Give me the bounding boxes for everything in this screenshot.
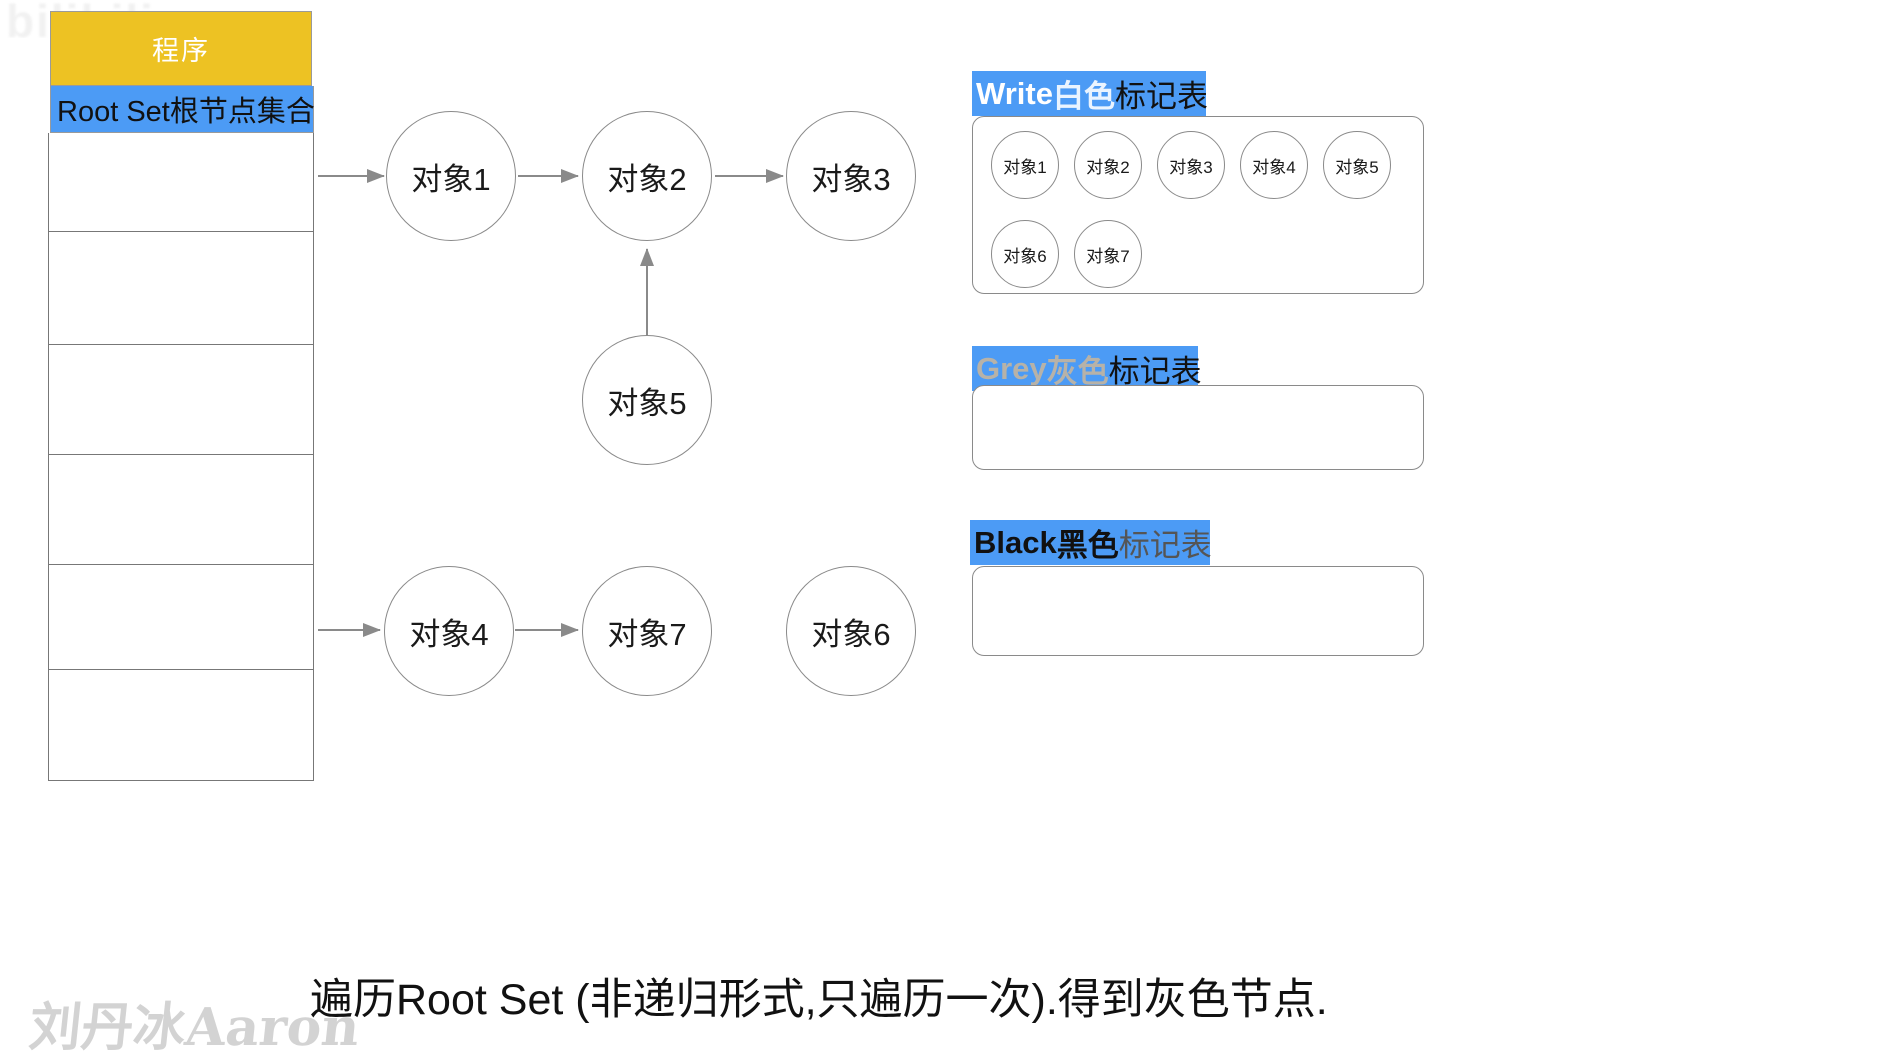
graph-node-obj5[interactable]: 对象5	[582, 335, 712, 465]
graph-node-obj3-label: 对象3	[811, 161, 891, 197]
root-set-row[interactable]	[49, 133, 313, 232]
white-mark-item[interactable]: 对象6	[991, 220, 1059, 288]
program-box: 程序	[50, 11, 312, 86]
root-set-row[interactable]	[49, 232, 313, 345]
white-mark-item-label: 对象7	[1086, 246, 1130, 266]
graph-node-obj6[interactable]: 对象6	[786, 566, 916, 696]
program-box-label: 程序	[152, 36, 210, 66]
black-mark-table-label: Black 黑色 标记表	[970, 520, 1212, 565]
root-set-header-label: Root Set根节点集合	[57, 96, 315, 128]
black-label-cn: 黑色	[1056, 528, 1119, 563]
white-mark-item[interactable]: 对象1	[991, 131, 1059, 199]
black-mark-table	[972, 566, 1424, 656]
graph-node-obj2[interactable]: 对象2	[582, 111, 712, 241]
root-set-header: Root Set根节点集合	[50, 86, 315, 133]
white-mark-item-label: 对象1	[1003, 157, 1047, 177]
graph-node-obj2-label: 对象2	[607, 161, 687, 197]
white-mark-table: 对象1 对象2 对象3 对象4 对象5 对象6 对象7	[972, 116, 1424, 294]
white-mark-item[interactable]: 对象7	[1074, 220, 1142, 288]
black-label-en: Black	[974, 524, 1057, 560]
grey-label-cn: 灰色	[1046, 354, 1109, 389]
white-mark-item-label: 对象4	[1252, 157, 1296, 177]
white-mark-item-label: 对象2	[1086, 157, 1130, 177]
graph-node-obj7[interactable]: 对象7	[582, 566, 712, 696]
caption-text: 遍历Root Set (非递归形式,只遍历一次).得到灰色节点.	[310, 976, 1328, 1024]
graph-node-obj5-label: 对象5	[607, 385, 687, 421]
graph-node-obj1-label: 对象1	[411, 161, 491, 197]
white-mark-table-label: Write 白色 标记表	[972, 71, 1208, 116]
grey-label-tail: 标记表	[1108, 354, 1202, 389]
white-mark-item-label: 对象6	[1003, 246, 1047, 266]
graph-node-obj7-label: 对象7	[607, 616, 687, 652]
white-mark-item-label: 对象3	[1169, 157, 1213, 177]
graph-node-obj6-label: 对象6	[811, 616, 891, 652]
white-label-tail: 标记表	[1114, 79, 1208, 114]
root-set-row[interactable]	[49, 565, 313, 670]
graph-node-obj4-label: 对象4	[409, 616, 489, 652]
white-mark-item[interactable]: 对象3	[1157, 131, 1225, 199]
graph-node-obj3[interactable]: 对象3	[786, 111, 916, 241]
graph-node-obj4[interactable]: 对象4	[384, 566, 514, 696]
grey-mark-table-label: Grey 灰色 标记表	[972, 346, 1202, 391]
grey-mark-table	[972, 385, 1424, 470]
white-label-en: Write	[976, 75, 1053, 111]
root-set-row[interactable]	[49, 670, 313, 779]
grey-label-en: Grey	[976, 350, 1047, 386]
white-mark-item[interactable]: 对象2	[1074, 131, 1142, 199]
root-set-row[interactable]	[49, 455, 313, 565]
white-mark-item[interactable]: 对象5	[1323, 131, 1391, 199]
black-label-tail: 标记表	[1118, 528, 1212, 563]
graph-node-obj1[interactable]: 对象1	[386, 111, 516, 241]
root-set-row[interactable]	[49, 345, 313, 455]
white-mark-item-label: 对象5	[1335, 157, 1379, 177]
white-mark-item[interactable]: 对象4	[1240, 131, 1308, 199]
root-set-table	[48, 133, 314, 781]
white-label-cn: 白色	[1052, 79, 1115, 114]
